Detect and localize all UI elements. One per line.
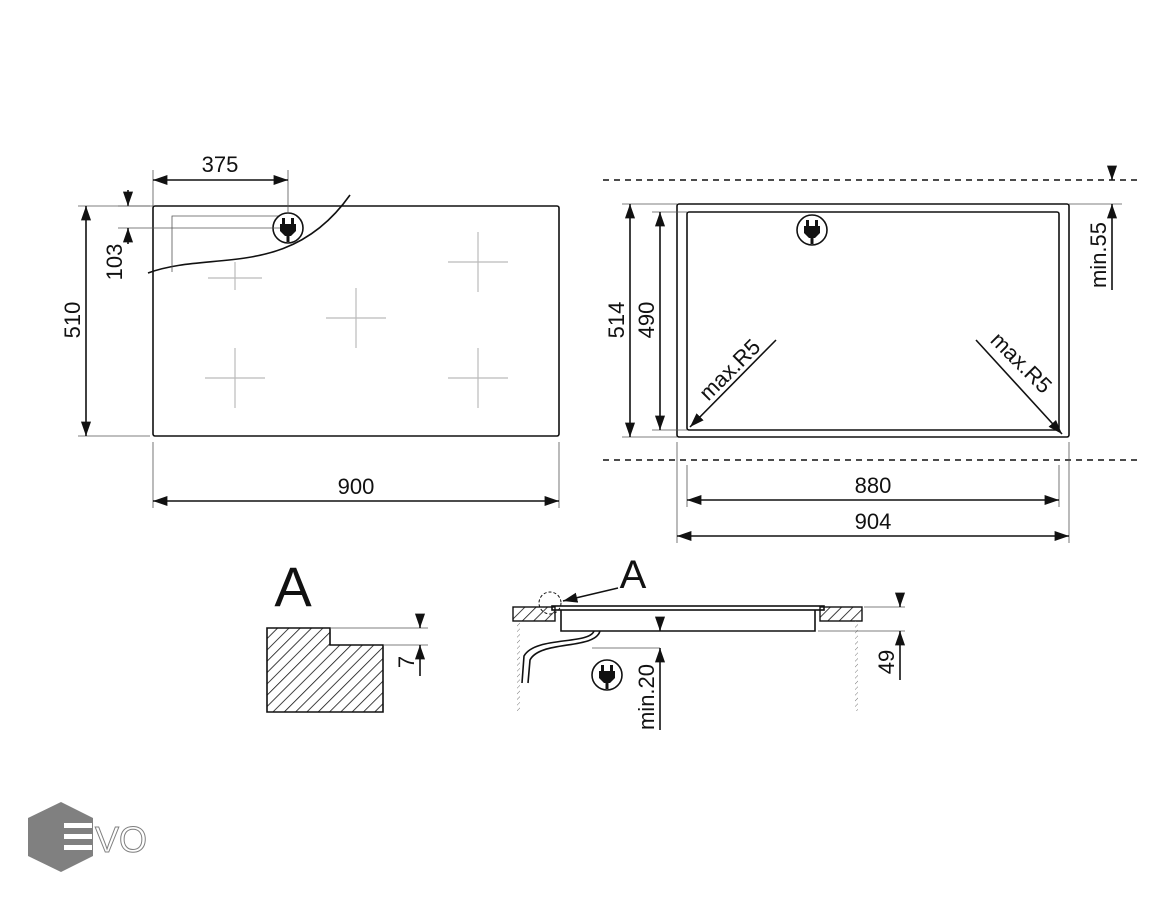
dim-plug-x: 375 [202,152,239,177]
hob-outline [152,205,560,437]
detail-a: A 7 [266,555,428,713]
dim-depth: 49 [874,650,899,674]
dim-clearance-below: min.20 [634,664,659,730]
hob-outline [676,203,1070,438]
cutout-view: max.R5 max.R5 514 490 min.55 880 904 [603,165,1140,543]
dim-inner-width: 880 [855,473,892,498]
section-view: A min.20 49 [512,553,906,730]
hob-top-view: 375 103 510 900 [60,152,560,508]
dim-height: 510 [60,302,85,339]
dim-plug-y: 103 [102,244,127,281]
edge-section [266,627,384,713]
svg-text:VO: VO [95,819,147,860]
cabinet-wall-left [517,621,520,711]
power-cable [521,630,601,684]
worktop-left [512,606,556,622]
worktop-right [819,606,863,622]
dim-inner-height: 490 [634,302,659,339]
section-label: A [620,553,647,597]
dim-width: 900 [338,474,375,499]
cabinet-wall-right [855,621,858,711]
dim-step: 7 [394,656,419,668]
radius-left: max.R5 [694,334,765,405]
dim-outer-height: 514 [604,302,629,339]
evo-logo: VO [28,802,148,872]
hob-body [560,610,816,632]
cooking-zones [205,232,508,408]
hob-glass [551,605,825,611]
plug-icon [796,214,828,246]
cutout-outline [686,211,1060,431]
dim-clearance: min.55 [1086,222,1111,288]
dim-outer-width: 904 [855,509,892,534]
plug-icon [591,659,623,691]
detail-label: A [274,555,312,618]
